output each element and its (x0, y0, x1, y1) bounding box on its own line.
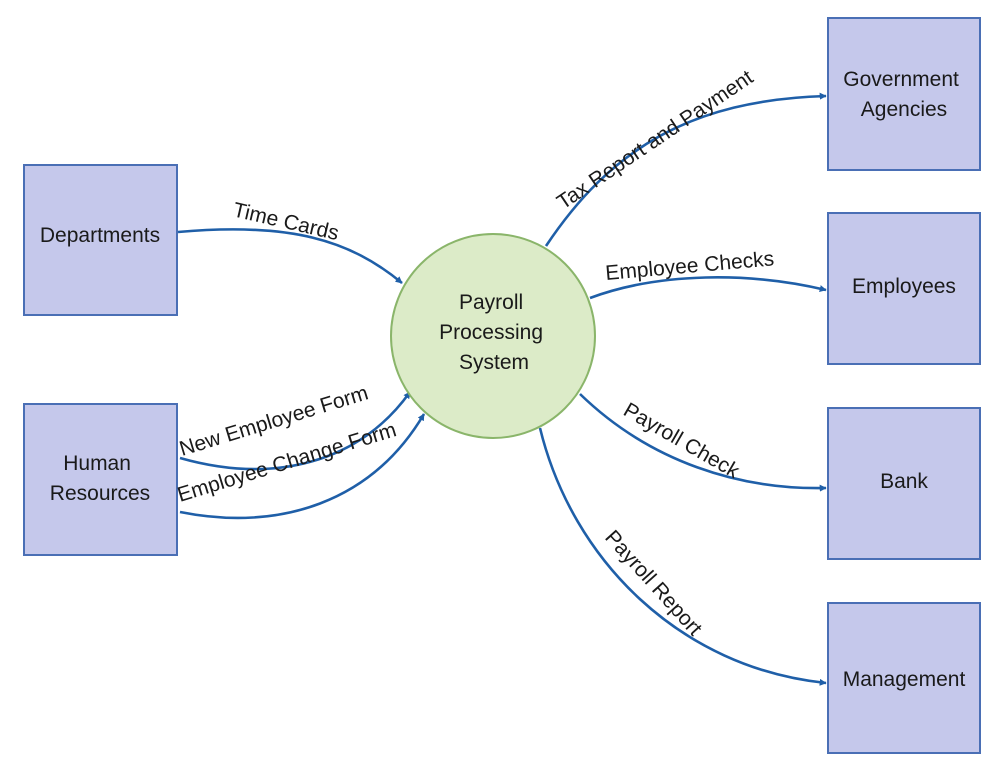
entity-government-agencies: Government Agencies (827, 17, 981, 171)
label-tax-report-and-payment: Tax Report and Payment (553, 66, 758, 214)
entity-human-resources: Human Resources (23, 403, 178, 556)
flow-employee-checks (589, 276, 827, 300)
flow-payroll-report (538, 427, 827, 686)
flow-new-employee-form (179, 391, 412, 471)
label-time-cards: Time Cards (231, 198, 341, 245)
label-payroll-check: Payroll Check (620, 398, 744, 483)
entity-government-agencies-label: Government Agencies (843, 68, 964, 121)
entity-human-resources-label: Human Resources (50, 452, 150, 505)
entity-employees-label: Employees (852, 275, 956, 298)
flow-time-cards (177, 228, 403, 285)
entity-departments: Departments (23, 164, 178, 316)
flow-tax-report-and-payment (544, 92, 827, 247)
entity-bank: Bank (827, 407, 981, 560)
process-payroll-processing-system: Payroll Processing System (390, 233, 596, 439)
flow-payroll-check (579, 393, 827, 492)
entity-departments-label: Departments (40, 224, 160, 247)
entity-management-label: Management (843, 668, 966, 691)
entity-bank-label: Bank (880, 470, 928, 493)
flow-employee-change-form (179, 413, 426, 520)
entity-management: Management (827, 602, 981, 754)
entity-employees: Employees (827, 212, 981, 365)
label-payroll-report: Payroll Report (600, 526, 706, 640)
process-label: Payroll Processing System (439, 291, 549, 374)
